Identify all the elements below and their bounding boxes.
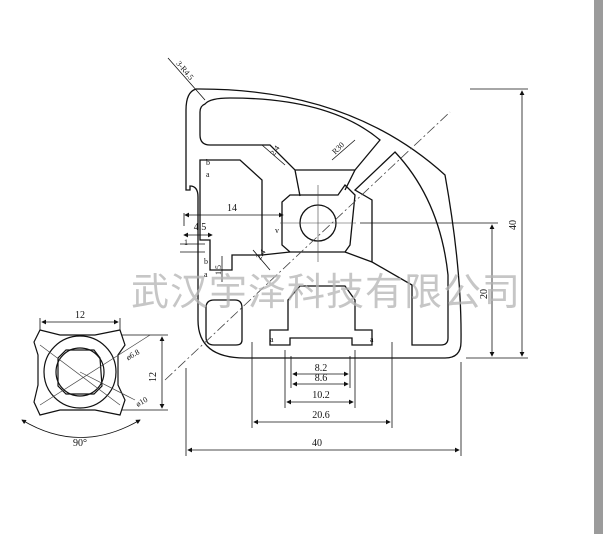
- label-a-3: a: [270, 335, 274, 344]
- label-b-1: b: [206, 158, 210, 167]
- lower-left-pocket: [205, 299, 243, 346]
- profile-dimensions: [167, 57, 528, 456]
- dim-8-2: 8.2: [315, 363, 328, 374]
- section-drawing: [33, 329, 126, 416]
- profile-drawing: [185, 88, 462, 359]
- label-b-2: b: [204, 257, 208, 266]
- dim-wall-left: 2.4: [254, 248, 267, 261]
- section-key: [57, 349, 103, 395]
- center-core: [281, 183, 356, 253]
- diagonal-center-line: [164, 111, 451, 381]
- dim-8-6: 8.6: [315, 373, 328, 384]
- dim-4-5: 4.5: [194, 222, 207, 233]
- dim-radius: R30: [330, 140, 346, 156]
- dim-slot-height: 20: [479, 289, 490, 299]
- bottom-slot: [269, 285, 373, 346]
- dim-overall-width: 40: [312, 438, 322, 449]
- right-chamber: [353, 151, 449, 346]
- company-watermark: 武汉宇泽科技有限公司: [131, 270, 521, 314]
- dim-20-6: 20.6: [312, 410, 330, 421]
- letter-v: v: [275, 226, 279, 235]
- section-diag-3: [79, 371, 136, 401]
- section-diag-2: [39, 334, 151, 406]
- label-a-2: a: [204, 270, 208, 279]
- section-height: 12: [148, 372, 159, 382]
- right-edge-bar: [594, 0, 603, 534]
- section-dimensions: [21, 318, 168, 438]
- label-a-1: a: [206, 170, 210, 179]
- left-slot: [199, 159, 263, 271]
- dim-1-5: 1.5: [214, 265, 223, 275]
- dim-14: 14: [227, 203, 237, 214]
- section-hole: [55, 347, 105, 397]
- top-chamber: [199, 97, 381, 171]
- section-width: 12: [75, 310, 85, 321]
- section-bore: [43, 335, 117, 409]
- section-outline: [33, 329, 126, 416]
- dim-overall-height: 40: [508, 220, 519, 230]
- section-bore-dia: ø10: [134, 395, 149, 409]
- section-angle: 90°: [73, 438, 87, 449]
- profile-outline: [185, 88, 462, 359]
- section-diag-1: [39, 344, 121, 406]
- label-a-4: a: [370, 335, 374, 344]
- dim-corner-radius: 3-R4.5: [174, 59, 195, 82]
- dim-10-2: 10.2: [312, 390, 330, 401]
- dim-1: 1: [184, 238, 188, 247]
